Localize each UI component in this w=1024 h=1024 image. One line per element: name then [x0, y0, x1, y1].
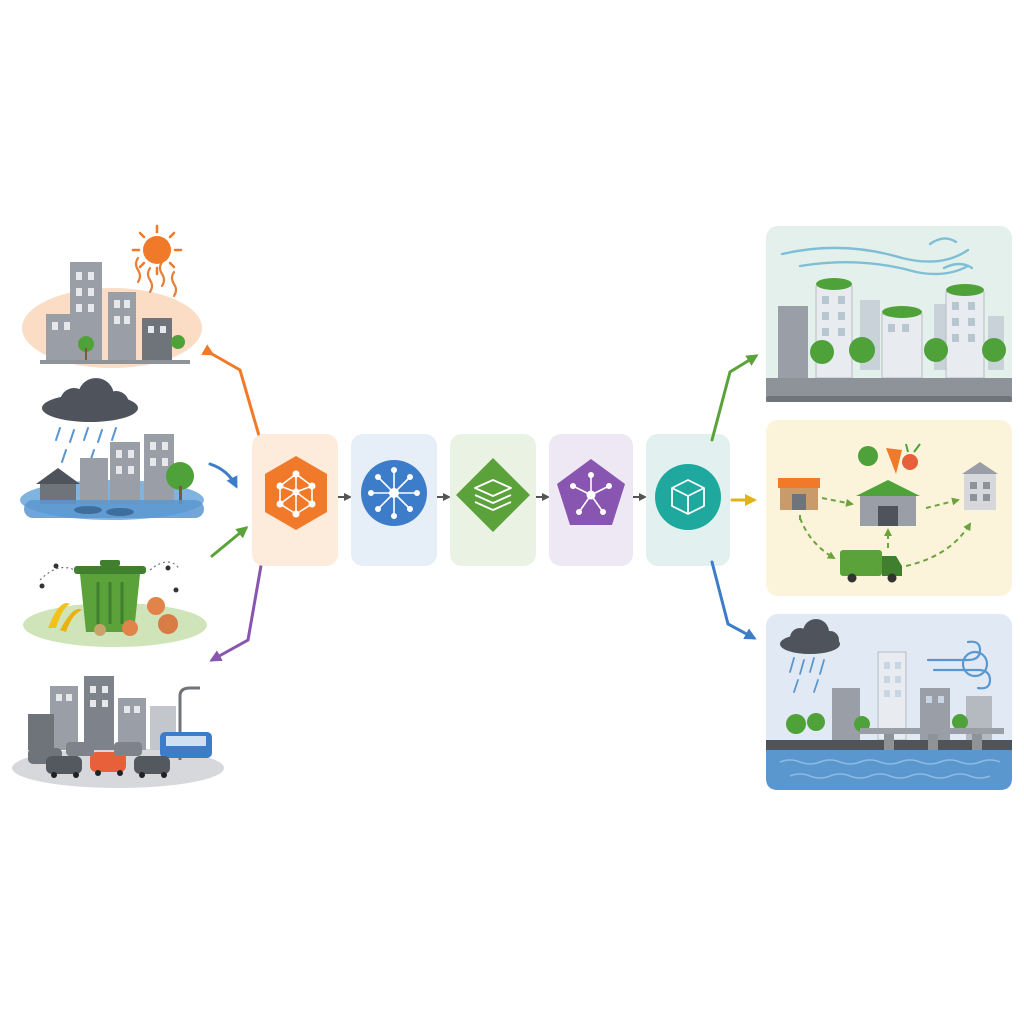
warehouse-icon [856, 480, 920, 526]
pipeline-stage-1 [252, 434, 338, 566]
cube-circle-icon [655, 464, 721, 530]
urban-heat-island-icon [22, 224, 202, 368]
arrow-flood [208, 462, 238, 489]
green-rooftop-city-icon [766, 226, 1012, 402]
resilient-waterfront-icon [766, 614, 1012, 790]
arrow-traffic [209, 558, 264, 662]
pipeline-stage-5 [646, 434, 730, 566]
layers-diamond-icon [456, 458, 530, 532]
input-arrows [201, 344, 266, 662]
arrow-green-city [710, 354, 759, 442]
neural-network-hexagon-icon [265, 456, 327, 530]
market-stall-icon [778, 478, 820, 510]
arrow-waterfront [710, 560, 757, 640]
network-pentagon-icon [557, 459, 625, 525]
urban-flooding-icon [20, 378, 204, 520]
output-arrows [710, 354, 759, 640]
wind-icon [926, 640, 992, 690]
rain-cloud-icon [780, 619, 840, 693]
vegetables-icon [858, 443, 921, 474]
pipeline-stage-3 [450, 434, 536, 566]
traffic-congestion-icon [12, 676, 224, 788]
house-icon [962, 462, 998, 510]
delivery-truck-icon [840, 550, 902, 583]
bridge-icon [860, 728, 1004, 754]
arrow-heat [201, 344, 266, 449]
sun-icon [131, 224, 183, 276]
storm-cloud-icon [42, 378, 138, 422]
hub-network-circle-icon [361, 460, 427, 526]
waste-bin-icon [23, 560, 207, 647]
pipeline-stage-2 [351, 434, 437, 566]
pipeline-stage-4 [549, 434, 633, 566]
arrow-waste [210, 526, 249, 558]
local-food-supply-chain-icon [766, 420, 1012, 596]
